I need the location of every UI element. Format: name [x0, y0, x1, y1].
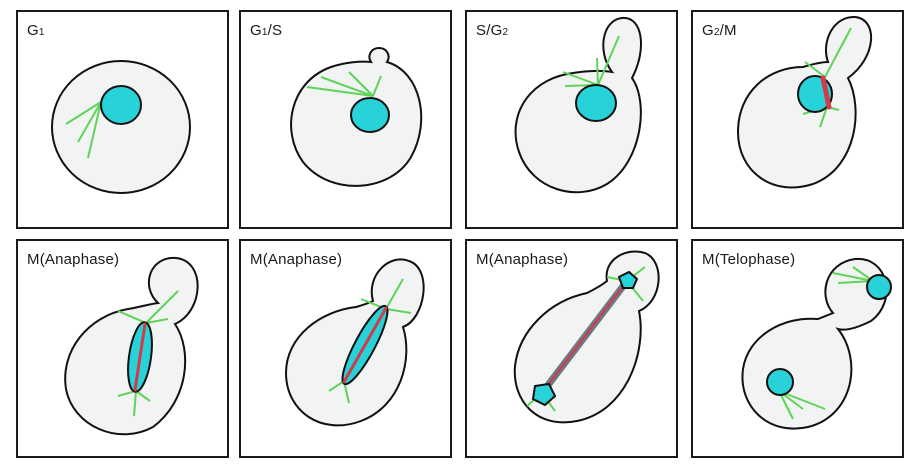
microtubules — [306, 71, 382, 97]
microtubules — [562, 35, 620, 87]
cell-drawing — [51, 60, 191, 194]
panel-g1-s: G1/S — [239, 10, 452, 229]
cell-drawing — [736, 15, 872, 189]
panel-telophase: M(Telophase) — [691, 239, 904, 458]
panel-label: M(Anaphase) — [250, 251, 343, 268]
spindle — [820, 75, 832, 110]
panel-s-g2: S/G2 — [465, 10, 678, 229]
panel-label: M(Anaphase) — [476, 251, 569, 268]
spindle — [133, 322, 147, 392]
panel-label: G1 — [27, 22, 45, 39]
cell-drawing — [514, 16, 643, 194]
nucleus-mother — [766, 368, 794, 396]
spindle — [541, 280, 628, 394]
cell-drawing — [741, 257, 892, 430]
nucleus-bud-end — [617, 270, 639, 289]
panel-g2-m: G2/M — [691, 10, 904, 229]
panel-label: G2/M — [702, 22, 737, 39]
nucleus-bud — [866, 274, 892, 300]
cell-drawing — [513, 250, 660, 424]
panel-label: M(Telophase) — [702, 251, 796, 268]
panel-label: S/G2 — [476, 22, 509, 39]
mother-cell — [51, 60, 191, 194]
panel-label: M(Anaphase) — [27, 251, 120, 268]
spindle — [342, 306, 388, 384]
panel-g1: G1 — [16, 10, 229, 229]
panel-label: G1/S — [250, 22, 283, 39]
cell-drawing — [284, 258, 425, 427]
panel-anaphase-3: M(Anaphase) — [465, 239, 678, 458]
panel-anaphase-1: M(Anaphase) — [16, 239, 229, 458]
microtubules — [117, 290, 179, 417]
nucleus — [575, 84, 617, 122]
nucleus — [350, 97, 390, 133]
nucleus — [100, 85, 142, 125]
nucleus-mother-end — [531, 382, 557, 407]
mother-cell-with-bud — [741, 257, 888, 430]
cell-drawing — [64, 256, 199, 436]
cell-drawing — [290, 46, 423, 187]
panel-anaphase-2: M(Anaphase) — [239, 239, 452, 458]
